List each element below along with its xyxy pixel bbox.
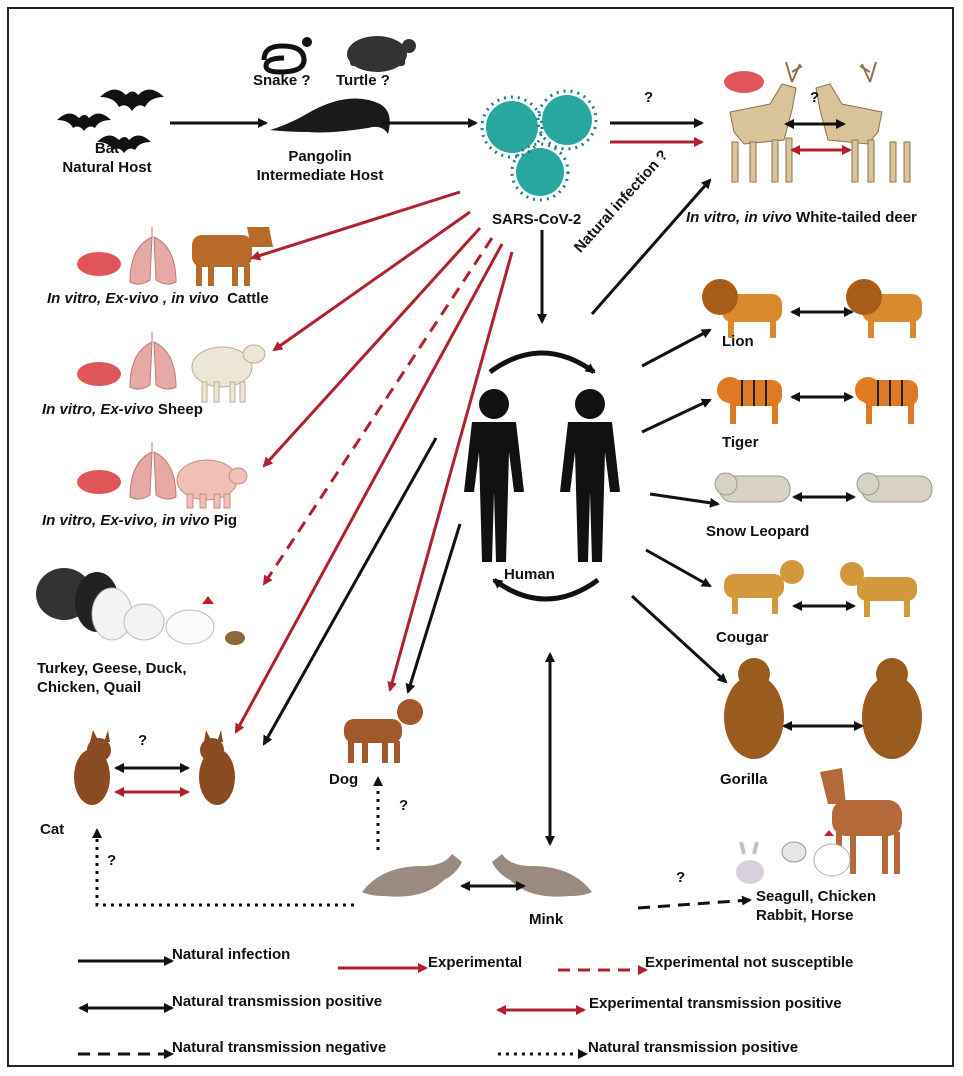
pangolin-name: Pangolin [240,147,400,166]
legend-experimental-not-susceptible: Experimental not susceptible [645,953,853,972]
deer-icon [730,84,910,182]
cattle-method: In vitro, Ex-vivo , in vivo [47,290,219,307]
legend-natural-transmission-positive: Natural transmission positive [172,992,382,1011]
mink-icon [362,854,592,897]
pangolin-icon [270,99,390,134]
legend-natural-transmission-positive-dotted: Natural transmission positive [588,1038,798,1057]
tiger-label: Tiger [722,433,758,452]
cougar-label: Cougar [716,628,769,647]
lion-icon [702,279,922,338]
cat-label: Cat [40,820,64,839]
question-mark-deer-route: ? [644,89,653,106]
deer-name: White-tailed deer [796,209,917,226]
figure-frame: Bat Natural Host Snake ? Turtle ? Pangol… [7,7,954,1067]
legend-experimental-transmission-positive: Experimental transmission positive [589,994,842,1013]
bat-role: Natural Host [47,158,167,177]
petri-dish-icon [77,362,121,386]
bat-label: Bat Natural Host [47,139,167,177]
legend-natural-infection: Natural infection [172,945,290,964]
human-label: Human [504,565,555,584]
birds-line1: Turkey, Geese, Duck, [37,659,187,678]
pangolin-label: Pangolin Intermediate Host [240,147,400,185]
lion-label: Lion [722,332,754,351]
turtle-label: Turtle ? [336,71,390,90]
gorilla-icon [724,658,922,759]
question-mark-others: ? [676,869,685,886]
cougar-icon [724,560,917,617]
mink-label: Mink [529,910,563,929]
others-label: Seagull, Chicken Rabbit, Horse [756,887,876,925]
birds-label: Turkey, Geese, Duck, Chicken, Quail [37,659,187,697]
tiger-icon [717,377,918,424]
question-mark-cat-transmission: ? [138,732,147,749]
pangolin-role: Intermediate Host [240,166,400,185]
deer-method: In vitro, in vivo [686,209,792,226]
petri-dish-icon [724,71,764,93]
seagull-chicken-rabbit-icons [736,830,850,884]
question-mark-dog: ? [399,797,408,814]
turtle-icon [347,36,416,72]
dotted-arrows [97,778,378,905]
virus-icon [482,91,596,200]
snake-label: Snake ? [253,71,311,90]
petri-dish-icon [77,252,121,276]
birds-icon [36,568,245,645]
petri-dish-icon [77,470,121,494]
cattle-label: In vitro, Ex-vivo , in vivo Cattle [47,289,269,308]
deer-antlers [786,62,876,82]
question-mark-cat: ? [107,852,116,869]
sheep-name: Sheep [158,401,203,418]
bat-name: Bat [47,139,167,158]
lung-icon [130,442,176,499]
sheep-method: In vitro, Ex-vivo [42,401,154,418]
cattle-name: Cattle [227,290,269,307]
virus-label: SARS-CoV-2 [492,210,581,229]
snow-leopard-label: Snow Leopard [706,522,809,541]
question-mark-deer-transmission: ? [810,89,819,106]
dashed-arrow [638,900,750,908]
dog-label: Dog [329,770,358,789]
sheep-icon [192,345,265,402]
lung-icon [130,332,176,389]
others-line1: Seagull, Chicken [756,887,876,906]
others-line2: Rabbit, Horse [756,906,876,925]
pig-icon [177,460,247,508]
pig-name: Pig [214,512,237,529]
legend-experimental: Experimental [428,953,522,972]
snake-icon [264,37,312,72]
human-icon [464,389,620,562]
lung-icon [130,227,176,284]
gorilla-label: Gorilla [720,770,768,789]
legend-natural-transmission-negative: Natural transmission negative [172,1038,386,1057]
pig-label: In vitro, Ex-vivo, in vivo Pig [42,511,237,530]
birds-line2: Chicken, Quail [37,678,187,697]
deer-label: In vitro, in vivo White-tailed deer [686,208,917,227]
sheep-label: In vitro, Ex-vivo Sheep [42,400,203,419]
tiger-stripes [742,380,902,406]
dog-icon [344,699,423,763]
pig-method: In vitro, Ex-vivo, in vivo [42,512,210,529]
